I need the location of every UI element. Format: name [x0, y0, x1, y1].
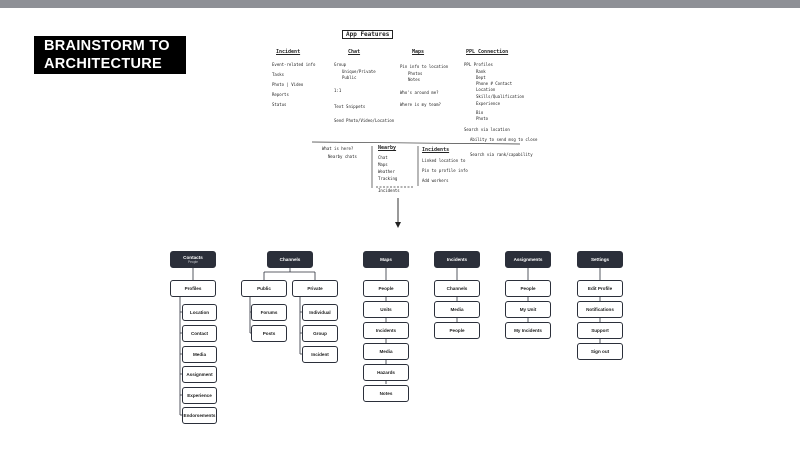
node-my-incidents: My Incidents — [505, 322, 551, 339]
node-group: Group — [302, 325, 338, 342]
sketch-item: Add workers — [422, 178, 449, 183]
title-line-2: ARCHITECTURE — [44, 56, 162, 72]
node-my-unit: My Unit — [505, 301, 551, 318]
sketch-item: 1:1 — [334, 88, 342, 93]
node-incidents: Incidents — [363, 322, 409, 339]
node-sign-out: Sign out — [577, 343, 623, 360]
node-label: Maps — [380, 257, 392, 262]
node-edit-profile: Edit Profile — [577, 280, 623, 297]
node-people: People — [363, 280, 409, 297]
node-assignment: Assignment — [182, 366, 217, 383]
node-sublabel: People — [188, 260, 198, 264]
node-incidents-root: Incidents — [434, 251, 480, 268]
node-assignments: Assignments — [505, 251, 551, 268]
node-media: Media — [363, 343, 409, 360]
sketch-arrow-icon — [395, 222, 401, 228]
node-notes: Notes — [363, 385, 409, 402]
node-experience: Experience — [182, 387, 217, 404]
sketch-item: Location — [476, 87, 496, 92]
node-public: Public — [241, 280, 287, 297]
sketch-item: Bio — [476, 110, 484, 115]
node-label: Contacts — [183, 255, 203, 260]
sketch-item: Phone # Contact — [476, 81, 513, 86]
node-settings: Settings — [577, 251, 623, 268]
node-location: Location — [182, 304, 217, 321]
node-contacts: Contacts People — [170, 251, 216, 268]
sketch-item: Text Snippets — [334, 104, 366, 109]
sketch-item: Pin info to location — [400, 64, 449, 69]
sketch-col-title: Maps — [412, 49, 425, 55]
node-hazards: Hazards — [363, 364, 409, 381]
sketch-col-title: Chat — [348, 49, 361, 55]
sketch-col-title: PPL Connection — [466, 49, 509, 55]
sketch-item: Ability to send msg to close — [470, 137, 538, 142]
sketch-item: Who's around me? — [400, 90, 439, 95]
sketch-item: Experience — [476, 101, 501, 106]
sketch-item: Status — [272, 102, 287, 107]
sketch-item: Where is my team? — [400, 102, 441, 107]
sketch-item: Nearby chats — [328, 154, 357, 159]
node-channels: Channels — [267, 251, 313, 268]
sketch-item: Skills/Qualification — [476, 94, 525, 99]
sketch-item: Notes — [408, 77, 421, 82]
sketch-col-title: Nearby — [378, 145, 397, 151]
slide-title: BRAINSTORM TO ARCHITECTURE — [34, 36, 186, 74]
sketch-header: App Features — [342, 30, 394, 39]
node-posts: Posts — [251, 325, 287, 342]
top-bar — [0, 0, 800, 8]
sketch-item: Dept — [476, 75, 486, 80]
sketch-item: Incidents — [378, 188, 400, 193]
sketch-item: Linked location to — [422, 158, 466, 163]
sketch-item: What is here? — [322, 146, 354, 151]
node-label: Settings — [590, 257, 610, 262]
sketch-item: Group — [334, 62, 347, 67]
node-channels: Channels — [434, 280, 480, 297]
sketch-col-title: Incidents — [422, 147, 450, 153]
node-support: Support — [577, 322, 623, 339]
sketch-col-title: Incident — [276, 49, 301, 55]
sketch-item: Photo — [476, 116, 489, 121]
node-notifications: Notifications — [577, 301, 623, 318]
node-endorsements: Endorsements — [182, 407, 217, 424]
sketch-item: Weather — [378, 169, 395, 174]
node-private: Private — [292, 280, 338, 297]
node-profiles: Profiles — [170, 280, 216, 297]
sketch-item: PPL Profiles — [464, 62, 493, 67]
node-maps: Maps — [363, 251, 409, 268]
node-label: Assignments — [513, 257, 543, 262]
node-label: Channels — [279, 257, 301, 262]
sketch-item: Search via rank/capability — [470, 152, 533, 157]
sketch-item: Unique/Private — [342, 69, 376, 74]
node-forums: Forums — [251, 304, 287, 321]
title-line-1: BRAINSTORM TO — [44, 38, 170, 54]
sketch-item: Event-related info — [272, 62, 316, 67]
sketch-item: Photos — [408, 71, 423, 76]
node-media: Media — [182, 346, 217, 363]
sketch-item: Maps — [378, 162, 388, 167]
sketch-item: Tasks — [272, 72, 285, 77]
node-label: Incidents — [446, 257, 468, 262]
sketch-item: Reports — [272, 92, 289, 97]
sketch-item: Public — [342, 75, 357, 80]
sketch-item: Chat — [378, 155, 388, 160]
node-media: Media — [434, 301, 480, 318]
sketch-item: Photo | Video — [272, 82, 304, 87]
sketch-item: Search via location — [464, 127, 510, 132]
sketch-item: Send Photo/Video/Location — [334, 118, 395, 123]
sketch-item: Rank — [476, 69, 486, 74]
node-people: People — [505, 280, 551, 297]
sketch-item: Pin to profile info — [422, 168, 468, 173]
node-contact: Contact — [182, 325, 217, 342]
sketch-item: Tracking — [378, 176, 398, 181]
node-incident: Incident — [302, 346, 338, 363]
node-people: People — [434, 322, 480, 339]
node-units: Units — [363, 301, 409, 318]
node-individual: Individual — [302, 304, 338, 321]
